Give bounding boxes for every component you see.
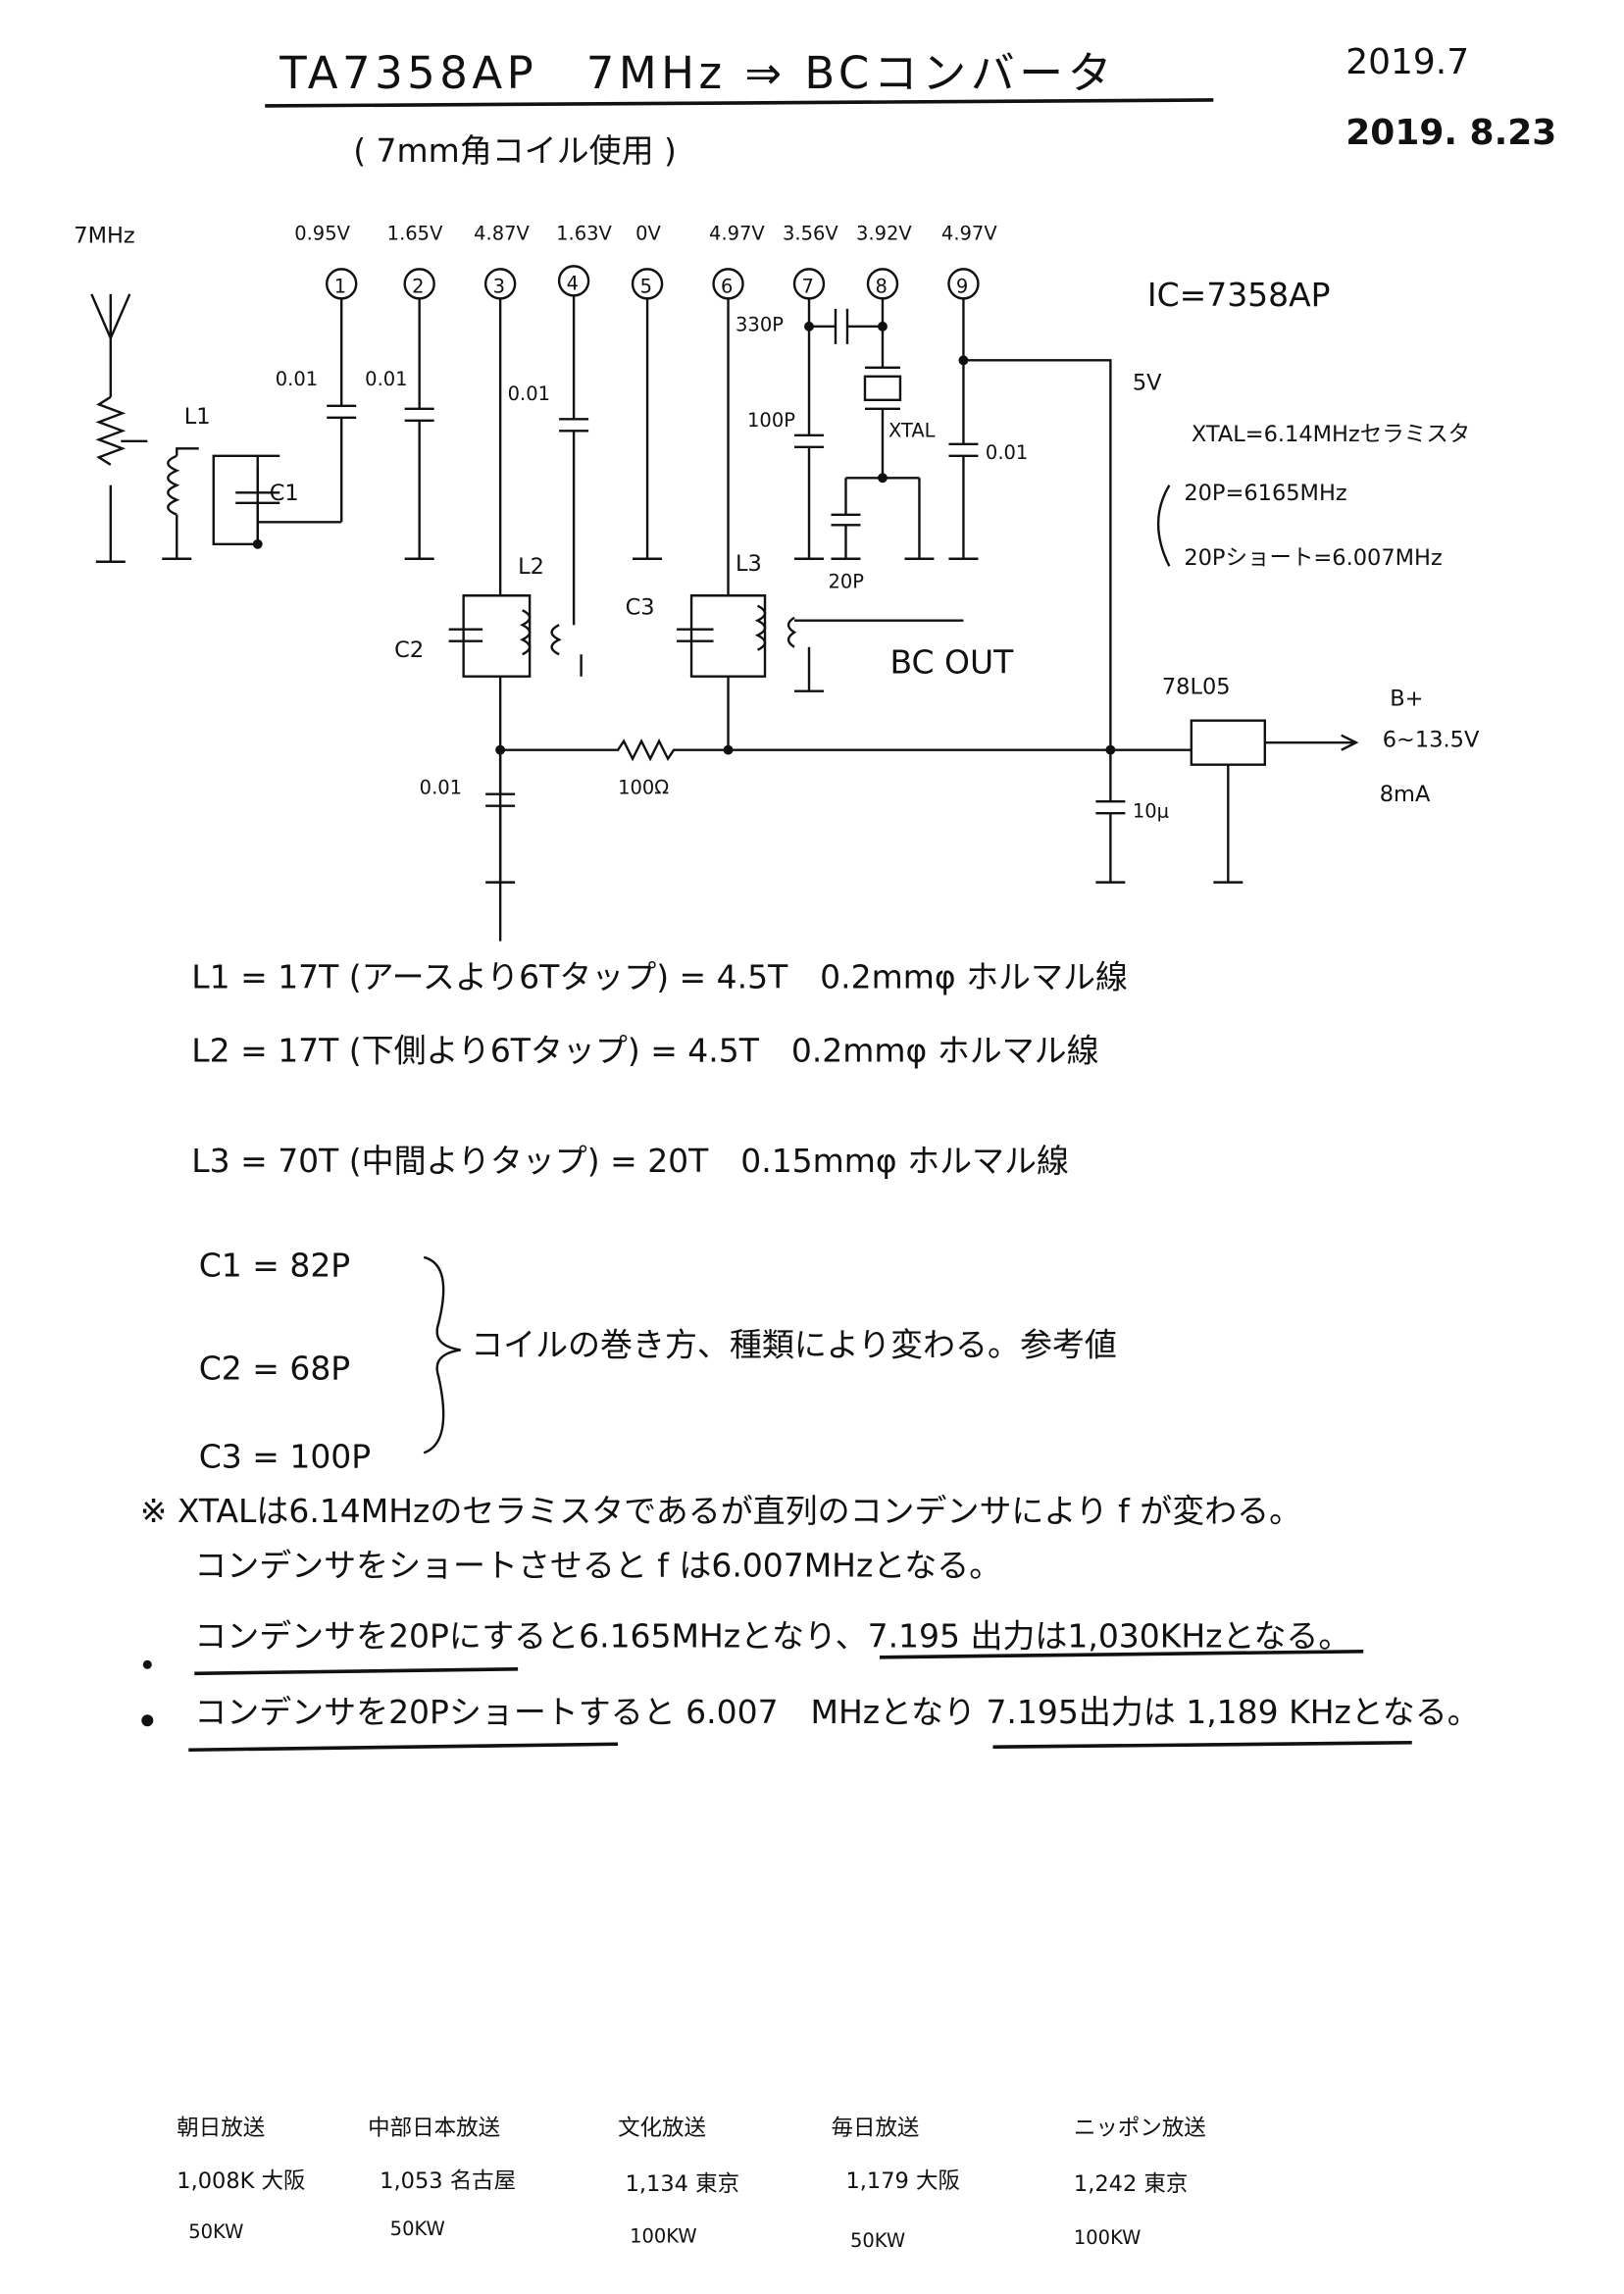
date-2: 2019. 8.23	[1345, 113, 1556, 153]
pin-voltages: 0.95V 1.65V 4.87V 1.63V 0V 4.97V 3.56V 3…	[294, 222, 997, 244]
subtitle: ( 7mm角コイル使用 )	[353, 131, 677, 170]
pin-9: 9	[947, 268, 980, 300]
svg-text:2: 2	[412, 275, 424, 297]
underline	[879, 1649, 1364, 1659]
station-name: 中部日本放送	[368, 2116, 500, 2141]
station-power: 100KW	[630, 2225, 697, 2248]
label-c1: C1	[270, 481, 299, 506]
label-c-pin9: 0.01	[986, 441, 1028, 464]
label-bplus: B+	[1390, 687, 1423, 712]
pin-1: 1	[326, 268, 358, 300]
voltage-pin8: 3.92V	[856, 222, 912, 244]
label-electrolytic: 10μ	[1133, 800, 1169, 823]
caps-note: コイルの巻き方、種類により変わる。参考値	[471, 1325, 1117, 1363]
ic-label: IC=7358AP	[1147, 276, 1331, 314]
underline	[194, 1666, 519, 1676]
svg-text:5: 5	[640, 275, 652, 297]
svg-text:6: 6	[721, 275, 733, 297]
label-5v: 5V	[1133, 370, 1162, 395]
label-current: 8mA	[1380, 782, 1431, 807]
voltage-pin2: 1.65V	[387, 222, 443, 244]
circuit-wiring	[90, 293, 1359, 942]
label-c3: C3	[626, 595, 655, 621]
station-power: 50KW	[188, 2220, 243, 2243]
cap-spec-c2: C2 = 68P	[199, 1349, 350, 1387]
label-c-pin4: 0.01	[508, 382, 550, 405]
xtal-note-2: 20P=6165MHz	[1184, 481, 1346, 506]
station-name: 朝日放送	[177, 2116, 265, 2141]
pin-2: 2	[403, 268, 435, 300]
xtal-note-1: XTAL=6.14MHzセラミスタ	[1192, 422, 1470, 447]
input-label: 7MHz	[74, 223, 134, 248]
bullet	[142, 1659, 152, 1669]
underline	[188, 1742, 619, 1753]
label-c2: C2	[394, 637, 424, 663]
title: TA7358AP 7MHz ⇒ BCコンバータ	[279, 47, 1116, 99]
label-100p: 100P	[747, 409, 795, 432]
station-name: 文化放送	[618, 2116, 706, 2141]
svg-text:7: 7	[802, 275, 814, 297]
label-bplus-range: 6~13.5V	[1383, 728, 1480, 753]
bc-out-label: BC OUT	[889, 643, 1014, 682]
label-l1: L1	[184, 404, 211, 430]
date-1: 2019.7	[1345, 42, 1469, 82]
voltage-pin3: 4.87V	[474, 222, 530, 244]
pin-7: 7	[792, 268, 826, 300]
voltage-pin4: 1.63V	[556, 222, 612, 244]
coil-spec-l1: L1 = 17T (アースより6Tタップ) = 4.5T 0.2mmφ ホルマル…	[191, 958, 1128, 996]
label-c-pin1: 0.01	[276, 368, 318, 390]
station-freq: 1,008K 大阪	[177, 2168, 305, 2194]
label-xtal: XTAL	[888, 419, 936, 441]
coil-spec-l2: L2 = 17T (下側より6Tタップ) = 4.5T 0.2mmφ ホルマル線	[191, 1032, 1098, 1070]
xtal-brace	[1156, 484, 1171, 567]
station-name: ニッポン放送	[1074, 2116, 1206, 2141]
label-l3: L3	[736, 551, 762, 577]
voltage-pin1: 0.95V	[294, 222, 350, 244]
pin-4: 4	[557, 265, 590, 297]
station-freq: 1,242 東京	[1074, 2171, 1188, 2197]
pin-8: 8	[866, 268, 899, 300]
svg-text:3: 3	[493, 275, 505, 297]
voltage-pin5: 0V	[635, 222, 661, 244]
label-l2: L2	[518, 554, 544, 580]
label-regulator: 78L05	[1162, 675, 1231, 700]
title-underline	[265, 98, 1214, 108]
station-freq: 1,134 東京	[626, 2171, 739, 2197]
label-330p: 330P	[736, 313, 784, 335]
voltage-pin6: 4.97V	[709, 222, 765, 244]
note-4: コンデンサを20Pショートすると 6.007 MHzとなり 7.195出力は 1…	[194, 1693, 1479, 1731]
note-3: コンデンサを20Pにすると6.165MHzとなり、7.195 出力は1,030K…	[194, 1616, 1350, 1655]
station-name: 毎日放送	[831, 2116, 919, 2141]
station-power: 50KW	[850, 2229, 905, 2252]
label-bypass-cap: 0.01	[420, 777, 462, 799]
underline	[992, 1740, 1412, 1750]
label-resistor: 100Ω	[618, 777, 669, 799]
cap-spec-c3: C3 = 100P	[199, 1437, 371, 1475]
bullet	[141, 1714, 154, 1727]
station-power: 100KW	[1074, 2226, 1142, 2249]
coil-spec-l3: L3 = 70T (中間よりタップ) = 20T 0.15mmφ ホルマル線	[191, 1142, 1069, 1180]
ic-pins: 1 2 3 4 5 6 7 8 9	[326, 265, 980, 300]
note-2: コンデンサをショートさせると f は6.007MHzとなる。	[194, 1546, 1001, 1584]
station-power: 50KW	[390, 2218, 445, 2240]
caps-brace	[423, 1255, 461, 1454]
pin-6: 6	[712, 268, 744, 300]
voltage-pin7: 3.56V	[783, 222, 838, 244]
cap-spec-c1: C1 = 82P	[199, 1246, 350, 1284]
xtal-note-3: 20Pショート=6.007MHz	[1184, 545, 1442, 571]
station-freq: 1,053 名古屋	[380, 2168, 516, 2194]
voltage-pin9: 4.97V	[941, 222, 997, 244]
label-20p: 20P	[828, 571, 864, 593]
pin-3: 3	[483, 268, 517, 300]
svg-text:8: 8	[875, 275, 887, 297]
station-list: 朝日放送 1,008K 大阪 50KW 中部日本放送 1,053 名古屋 50K…	[177, 2116, 1206, 2252]
label-c-pin2: 0.01	[365, 368, 407, 390]
station-freq: 1,179 大阪	[845, 2168, 959, 2194]
svg-text:1: 1	[334, 275, 346, 297]
note-1: ※ XTALは6.14MHzのセラミスタであるが直列のコンデンサにより f が変…	[140, 1492, 1301, 1530]
svg-text:9: 9	[956, 275, 968, 297]
svg-text:4: 4	[567, 272, 579, 294]
pin-5: 5	[631, 268, 664, 300]
